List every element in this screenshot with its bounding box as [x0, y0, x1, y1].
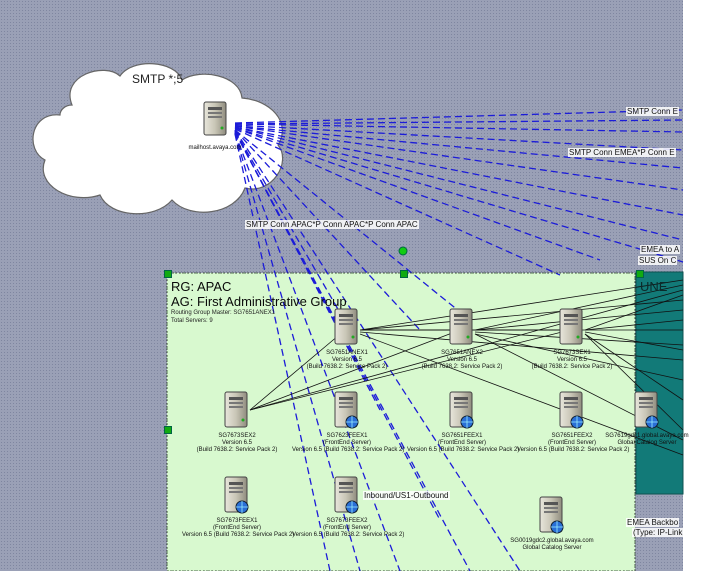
server-version: Version 6.5 — [221, 440, 253, 446]
server-icon — [224, 391, 248, 428]
server-name: SG7673FEEX2 — [326, 518, 368, 524]
server-build: Version 6.5 (Build 7638.2: Service Pack … — [292, 532, 405, 538]
server-version: (FrontEnd Server) — [322, 440, 371, 446]
server-node[interactable] — [535, 495, 569, 537]
server-label: SG7673FEEX1(FrontEnd Server)Version 6.5 … — [182, 518, 295, 539]
server-node[interactable] — [330, 475, 364, 517]
server-icon — [559, 391, 584, 429]
mail-server-label: mailhost.avaya.com — [188, 145, 242, 151]
rotate-handle[interactable] — [398, 246, 408, 256]
server-version: (FrontEnd Server) — [212, 525, 261, 531]
server-icon — [634, 391, 659, 429]
server-version: (FrontEnd Server) — [437, 440, 486, 446]
server-node[interactable] — [445, 307, 479, 349]
server-icon — [334, 308, 358, 345]
server-build: (Build 7638.2: Service Pack 2) — [306, 364, 388, 370]
server-build: Version 6.5 (Build 7638.2: Service Pack … — [292, 447, 405, 453]
server-name: SG7673SEX2 — [218, 433, 256, 439]
server-label: SG7623FEEX1(FrontEnd Server)Version 6.5 … — [292, 433, 405, 454]
server-version: Version 6.5 — [331, 357, 363, 363]
server-label: SG7651FEEX1(FrontEnd Server)Version 6.5 … — [407, 433, 520, 454]
server-name: SG7651FEEX1 — [441, 433, 483, 439]
server-links — [249, 279, 684, 456]
server-name: SG7619gdc1.global.avaya.com — [605, 433, 689, 439]
server-build: Version 6.5 (Build 7638.2: Service Pack … — [407, 447, 520, 453]
connector-label-emea-mid[interactable]: SMTP Conn EMEA*P Conn E — [568, 148, 676, 157]
resize-handle-top-left[interactable] — [164, 270, 172, 278]
server-node[interactable] — [630, 390, 664, 432]
server-name: SG7673FEEX1 — [216, 518, 258, 524]
server-name: SG7651ANEX2 — [441, 350, 483, 356]
server-node[interactable] — [330, 390, 364, 432]
server-version: Version 6.5 — [446, 357, 478, 363]
server-build: (Build 7638.2: Service Pack 2) — [531, 364, 613, 370]
server-build: (Build 7638.2: Service Pack 2) — [196, 447, 278, 453]
server-icon — [449, 308, 473, 345]
connector-label-backbone-2[interactable]: (Type: IP-Link — [632, 528, 684, 537]
server-icon — [449, 391, 474, 429]
server-icon — [334, 391, 359, 429]
server-name: SG7651ANEX1 — [326, 350, 368, 356]
server-icon — [224, 476, 249, 514]
side-group-label: UNE — [640, 279, 668, 294]
server-version: (FrontEnd Server) — [547, 440, 596, 446]
server-node[interactable] — [555, 307, 589, 349]
resize-handle-top-right[interactable] — [636, 270, 644, 278]
server-icon — [539, 496, 564, 534]
server-icon — [203, 101, 227, 136]
server-name: SG7623FEEX1 — [326, 433, 368, 439]
resize-handle-top-center[interactable] — [400, 270, 408, 278]
server-label: SG7651FEEX2(FrontEnd Server)Version 6.5 … — [517, 433, 630, 454]
server-node[interactable] — [445, 390, 479, 432]
admin-group-name: AG: First Administrative Group — [171, 294, 347, 309]
server-icon — [559, 308, 583, 345]
connector-label-backbone[interactable]: EMEA Backbo — [626, 518, 680, 527]
server-node[interactable] — [330, 307, 364, 349]
connector-label-emea-top[interactable]: SMTP Conn E — [626, 107, 679, 116]
connector-label-emea-to[interactable]: EMEA to A — [640, 245, 681, 254]
cloud-title: SMTP *;5 — [132, 72, 184, 86]
server-version: (FrontEnd Server) — [322, 525, 371, 531]
routing-group-master: Routing Group Master: SG7651ANEX1 — [171, 310, 276, 316]
mail-server[interactable] — [198, 100, 232, 140]
server-node[interactable] — [220, 475, 254, 517]
server-icon — [334, 476, 359, 514]
server-name: SG7673SEX1 — [553, 350, 591, 356]
routing-group-total: Total Servers: 9 — [171, 318, 213, 324]
connector-label-apac[interactable]: SMTP Conn APAC*P Conn APAC*P Conn APAC — [245, 220, 419, 229]
resize-handle-middle-left[interactable] — [164, 426, 172, 434]
routing-group-name: RG: APAC — [171, 279, 232, 294]
smtp-cloud[interactable] — [32, 63, 284, 215]
server-name: SG0019gdc2.global.avaya.com — [510, 538, 594, 544]
server-build: Version 6.5 (Build 7638.2: Service Pack … — [517, 447, 630, 453]
server-node[interactable] — [555, 390, 589, 432]
connector-label-emea-to-2[interactable]: SUS On C — [638, 256, 678, 265]
server-build: (Build 7638.2: Service Pack 2) — [421, 364, 503, 370]
side-routing-group[interactable] — [635, 271, 684, 495]
server-build: Version 6.5 (Build 7638.2: Service Pack … — [182, 532, 295, 538]
server-label: SG7673FEEX2(FrontEnd Server)Version 6.5 … — [292, 518, 405, 539]
canvas-edge — [683, 0, 720, 571]
server-name: SG7651FEEX2 — [551, 433, 593, 439]
server-node[interactable] — [220, 390, 254, 432]
server-version: Global Catalog Server — [617, 440, 677, 446]
server-version: Version 6.5 — [556, 357, 588, 363]
connector-label-inbound[interactable]: Inbound/US1-Outbound — [363, 491, 450, 500]
server-version: Global Catalog Server — [522, 545, 582, 551]
